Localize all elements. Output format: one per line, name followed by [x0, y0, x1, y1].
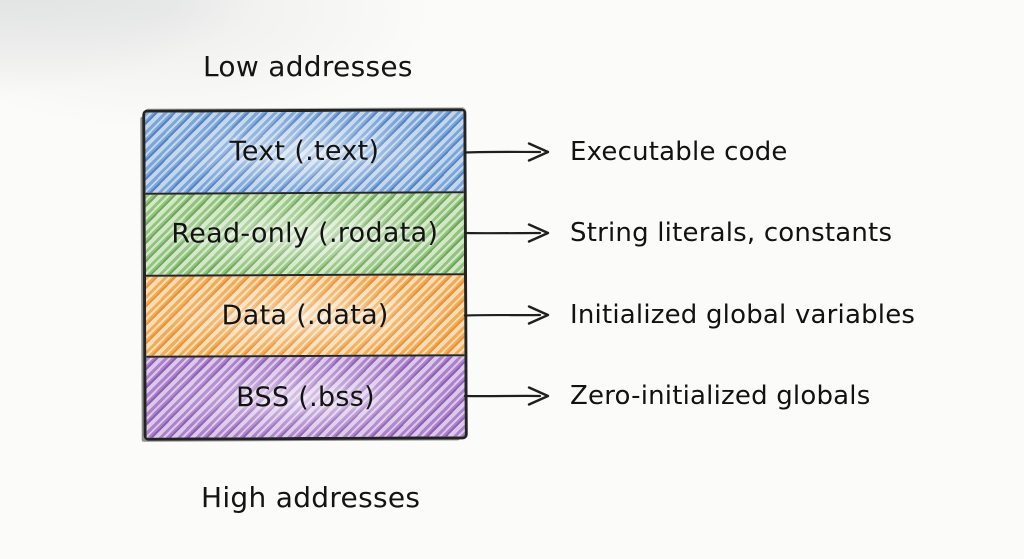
- segment-data: Data (.data): [145, 272, 465, 356]
- arrow-icon: [463, 142, 550, 162]
- memory-box: Text (.text) Read-only (.rodata) Data (.…: [142, 108, 468, 441]
- segment-data-description: Initialized global variables: [570, 300, 916, 330]
- segment-text: Text (.text): [145, 111, 464, 193]
- segment-rodata-description: String literals, constants: [570, 218, 893, 248]
- arrow-icon: [463, 386, 550, 406]
- segment-bss-description: Zero-initialized globals: [570, 381, 871, 411]
- segment-bss-label: BSS (.bss): [236, 381, 376, 413]
- segment-bss: BSS (.bss): [146, 354, 465, 438]
- arrow-icon: [463, 305, 550, 325]
- segment-rodata-label: Read-only (.rodata): [171, 217, 439, 250]
- arrow-icon: [463, 223, 550, 243]
- segment-text-label: Text (.text): [229, 136, 380, 168]
- low-addresses-label: Low addresses: [203, 50, 413, 83]
- segment-text-description: Executable code: [570, 137, 788, 167]
- segment-data-label: Data (.data): [221, 299, 389, 332]
- segment-rodata: Read-only (.rodata): [145, 191, 464, 275]
- high-addresses-label: High addresses: [201, 481, 421, 514]
